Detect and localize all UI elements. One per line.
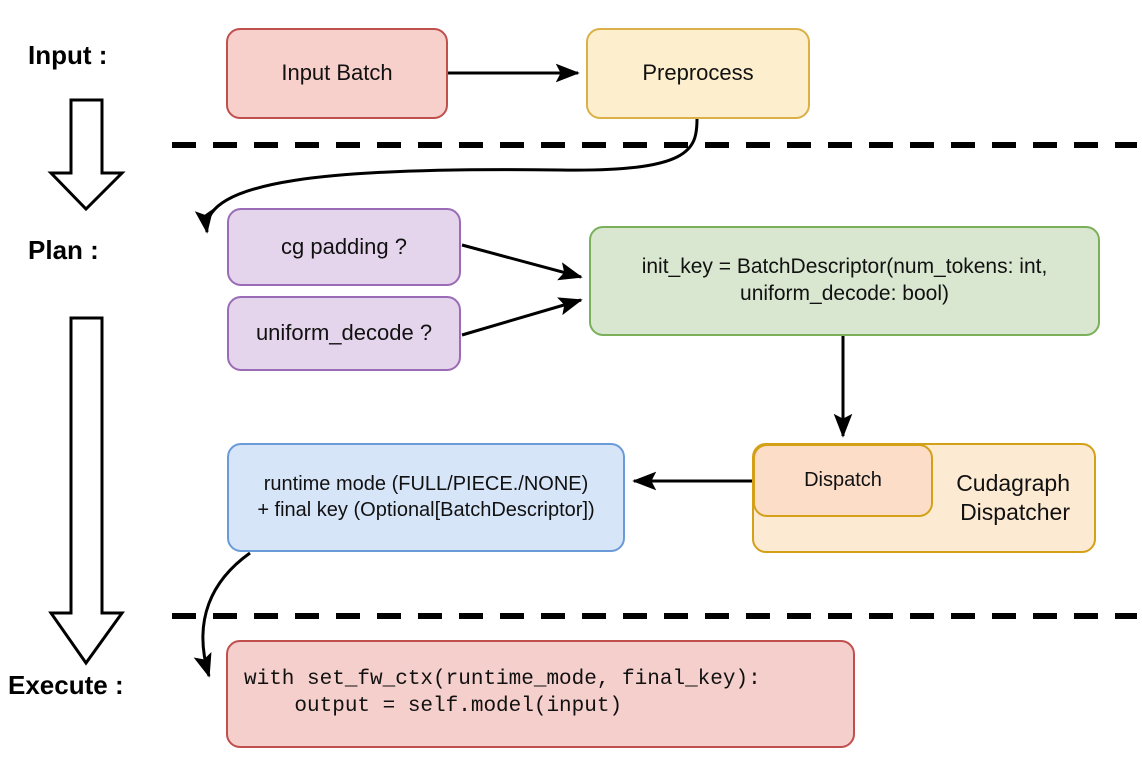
node-execute-code-line2: output = self.model(input) [244,695,623,718]
node-runtime-mode-line2: + final key (Optional[BatchDescriptor]) [257,498,595,521]
node-init-key-line1: init_key = BatchDescriptor(num_tokens: i… [641,255,1048,279]
node-execute-code[interactable]: with set_fw_ctx(runtime_mode, final_key)… [226,640,855,748]
node-init-key-line2: uniform_decode: bool) [740,282,949,305]
node-input-batch-label: Input Batch [281,60,393,86]
plan-to-execute-arrow [48,316,125,666]
input-to-plan-arrow [47,98,126,212]
node-runtime-mode-line1: runtime mode (FULL/PIECE./NONE) [263,472,589,495]
node-preprocess-label: Preprocess [642,60,754,86]
node-cudagraph-dispatcher-line1: Cudagraph [956,469,1070,496]
node-uniform-decode[interactable]: uniform_decode ? [227,296,461,371]
node-input-batch[interactable]: Input Batch [226,28,448,119]
node-dispatch-label: Dispatch [804,468,882,491]
edge-runtime-to-execute [193,551,251,678]
node-init-key[interactable]: init_key = BatchDescriptor(num_tokens: i… [589,226,1100,336]
node-cg-padding-label: cg padding ? [281,233,407,259]
edge-preprocess-to-padding [194,118,699,234]
edge-padding-to-initkey [461,243,583,281]
node-runtime-mode[interactable]: runtime mode (FULL/PIECE./NONE) + final … [227,443,625,552]
edge-decode-to-initkey [461,297,583,337]
node-cudagraph-dispatcher-line2: Dispatcher [960,499,1070,525]
node-execute-code-line1: with set_fw_ctx(runtime_mode, final_key)… [244,668,761,692]
node-cg-padding[interactable]: cg padding ? [227,208,461,286]
stage-label-input: Input : [28,40,108,70]
node-dispatch[interactable]: Dispatch [753,444,933,517]
node-uniform-decode-label: uniform_decode ? [255,320,433,346]
node-preprocess[interactable]: Preprocess [586,28,810,119]
stage-label-execute: Execute : [8,670,124,700]
stage-label-plan: Plan : [28,235,99,265]
